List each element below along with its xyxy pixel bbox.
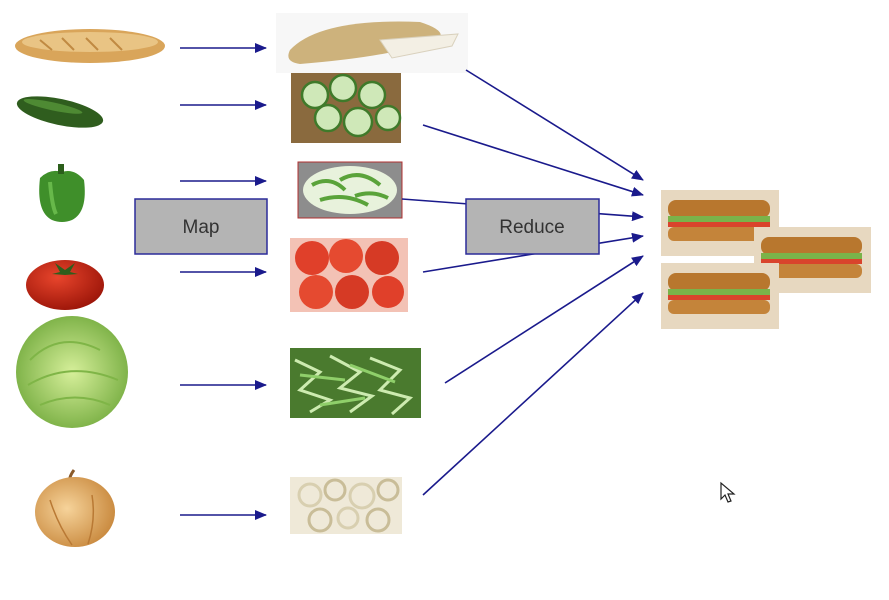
shredded-lettuce-icon [290, 348, 421, 418]
onion-icon [35, 469, 115, 547]
sliced-bread-icon [276, 13, 468, 73]
baguette-icon [15, 29, 165, 63]
cucumber-icon [16, 96, 104, 128]
mouse-pointer-icon [720, 481, 736, 503]
sandwich-3 [661, 263, 779, 329]
map-step-box: Map [134, 198, 268, 255]
onion-rings-icon [290, 477, 402, 534]
map-arrows [180, 43, 267, 520]
tomato-icon [26, 260, 104, 310]
reduce-arrows [401, 69, 644, 496]
reduce-label: Reduce [499, 217, 565, 238]
reduce-step-box: Reduce [465, 198, 600, 255]
tomato-slices-icon [290, 238, 408, 312]
sandwich-icon [661, 190, 871, 329]
bell-pepper-icon [39, 164, 85, 222]
cucumber-slices-icon [291, 73, 402, 143]
lettuce-icon [16, 316, 128, 428]
map-label: Map [183, 217, 220, 238]
pepper-slices-icon [297, 161, 403, 219]
